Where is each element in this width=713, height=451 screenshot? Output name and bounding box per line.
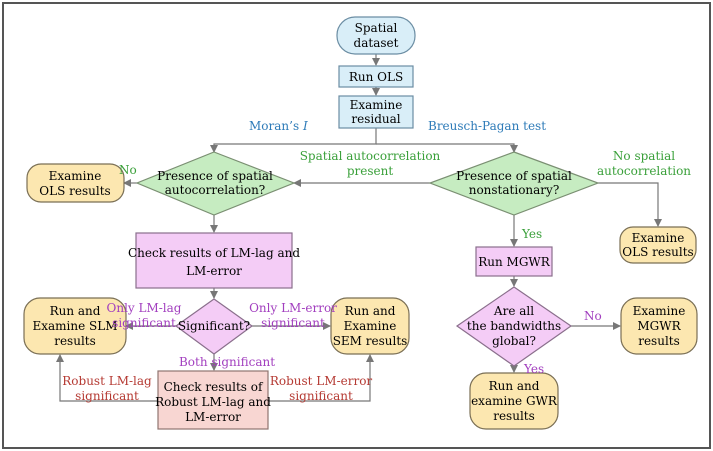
- node-text: Run and: [489, 379, 540, 393]
- node-text: Robust LM-lag and: [155, 395, 271, 409]
- node-check-lm: Check results of LM-lag and LM-error: [128, 232, 300, 289]
- node-text: results: [54, 334, 96, 348]
- label-morans-i: Moran’s I: [249, 119, 308, 133]
- node-text: the bandwidths: [467, 319, 561, 333]
- label-yes-gwr: Yes: [523, 362, 544, 376]
- label-robust-lag: Robust LM-lag: [62, 374, 152, 388]
- edge-residual-autocorr: [210, 128, 377, 153]
- label-robust-error: Robust LM-error: [270, 374, 373, 388]
- edge-robust-sem: [268, 354, 374, 402]
- node-text: residual: [351, 112, 400, 126]
- node-text: Run and: [345, 304, 396, 318]
- node-text: Examine: [344, 319, 397, 333]
- node-text: autocorrelation?: [165, 183, 266, 197]
- node-text: LM-error: [185, 410, 241, 424]
- node-text: Presence of spatial: [456, 169, 572, 183]
- node-text: Run and: [50, 304, 101, 318]
- node-text: SEM results: [333, 334, 408, 348]
- node-text: OLS results: [622, 245, 693, 259]
- node-text: Check results of LM-lag and: [128, 246, 300, 260]
- label-yes-mgwr: Yes: [521, 227, 542, 241]
- label-only-lag: significant: [112, 316, 176, 330]
- node-presence-nonstationary: Presence of spatial nonstationary?: [428, 151, 600, 216]
- node-text: Presence of spatial: [157, 169, 273, 183]
- label-morans: Moran’s: [249, 119, 299, 133]
- node-run-mgwr: Run MGWR: [475, 246, 553, 277]
- node-examine-ols-right: Examine OLS results: [619, 226, 697, 264]
- label-breusch-pagan: Breusch-Pagan test: [428, 119, 546, 133]
- edges: [56, 54, 662, 402]
- node-text: global?: [492, 334, 536, 348]
- node-run-gwr: Run and examine GWR results: [469, 372, 559, 430]
- label-both-significant: Both significant: [179, 355, 275, 369]
- node-presence-autocorrelation: Presence of spatial autocorrelation?: [135, 151, 296, 216]
- node-examine-residual: Examine residual: [338, 95, 414, 129]
- node-text: results: [638, 334, 680, 348]
- node-check-robust: Check results of Robust LM-lag and LM-er…: [155, 370, 271, 430]
- label-no-mgwr: No: [584, 309, 602, 323]
- node-significant: Significant?: [174, 298, 254, 355]
- node-run-slm: Run and Examine SLM results: [23, 297, 127, 355]
- edge-nonstat-ols-right: [598, 182, 662, 227]
- node-text: Significant?: [178, 319, 250, 333]
- node-examine-ols-left: Examine OLS results: [26, 163, 125, 203]
- node-text: nonstationary?: [469, 183, 560, 197]
- node-run-sem: Run and Examine SEM results: [330, 297, 410, 355]
- node-text: Are all: [493, 304, 534, 318]
- node-text: examine GWR: [471, 394, 558, 408]
- node-text: dataset: [354, 36, 399, 50]
- node-text: OLS results: [39, 184, 110, 198]
- node-text: MGWR: [637, 319, 681, 333]
- label-only-lag: Only LM-lag: [107, 301, 182, 315]
- edge-labels: Moran’s I Breusch-Pagan test No Spatial …: [62, 119, 691, 403]
- node-text: Run OLS: [349, 70, 403, 84]
- edge-residual-nonstat: [376, 143, 518, 153]
- label-only-error: Only LM-error: [249, 301, 337, 315]
- node-text: Check results of: [164, 380, 264, 394]
- label-no-spatial: No spatial: [613, 149, 675, 163]
- node-text: Run MGWR: [478, 255, 551, 269]
- label-spatial-present: present: [347, 164, 394, 178]
- node-text: LM-error: [186, 264, 242, 278]
- node-run-ols: Run OLS: [338, 65, 414, 88]
- label-only-error: significant: [261, 316, 325, 330]
- node-text: Examine: [49, 169, 102, 183]
- node-text: Examine: [350, 98, 403, 112]
- node-text: results: [493, 409, 535, 423]
- label-spatial-present: Spatial autocorrelation: [300, 149, 441, 163]
- label-robust-lag: significant: [75, 389, 139, 403]
- node-examine-mgwr: Examine MGWR results: [620, 297, 698, 355]
- label-no-left: No: [119, 163, 137, 177]
- node-spatial-dataset: Spatial dataset: [336, 16, 416, 55]
- node-text: Examine SLM: [32, 319, 117, 333]
- node-text: Spatial: [355, 21, 398, 35]
- node-text: Examine: [632, 231, 685, 245]
- label-no-spatial: autocorrelation: [597, 164, 691, 178]
- label-morans-italic-i: I: [302, 119, 308, 133]
- node-text: Examine: [633, 304, 686, 318]
- node-bandwidths-global: Are all the bandwidths global?: [455, 286, 573, 367]
- label-robust-error: significant: [289, 389, 353, 403]
- edge-robust-slm: [56, 354, 158, 402]
